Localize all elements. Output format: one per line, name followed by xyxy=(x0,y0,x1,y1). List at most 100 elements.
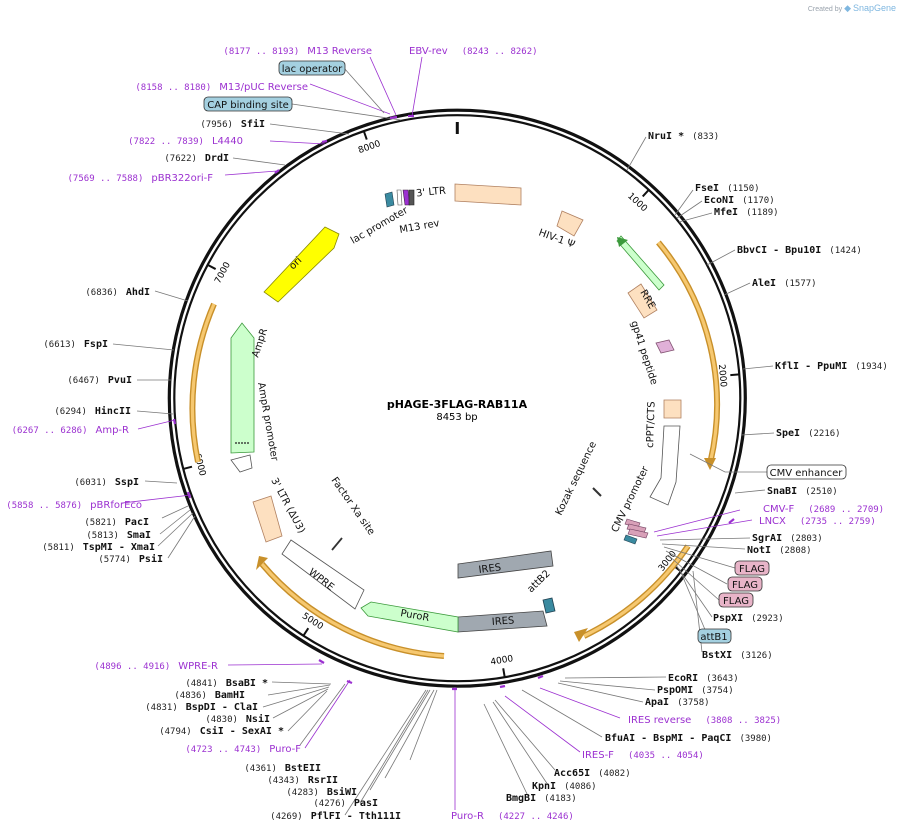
site-ecori: EcoRI(3643) xyxy=(668,673,739,684)
cmv-enhancer-label: CMV enhancer xyxy=(770,468,844,479)
cppt-label: cPPT/CTS xyxy=(645,401,658,448)
factor-xa-feature xyxy=(331,537,343,551)
site-acc65i: Acc65I(4082) xyxy=(554,768,631,779)
backbone-inner xyxy=(173,114,742,683)
site-noti: NotI(2808) xyxy=(747,545,812,556)
tick-mark xyxy=(641,189,650,198)
primer-m13-puc-reverse: (8158 .. 8180)M13/pUC Reverse xyxy=(135,82,308,93)
site-pvui: (6467)PvuI xyxy=(67,375,132,386)
site-labels-right: NruI *(833) FseI(1150) EcoNI(1170) MfeI(… xyxy=(506,131,888,804)
primer-m13-reverse: (8177 .. 8193)M13 Reverse xyxy=(223,46,372,57)
site-nsii: (4830)NsiI xyxy=(205,713,270,725)
ori-feature xyxy=(263,226,340,303)
site-kpni: KpnI(4086) xyxy=(532,781,597,792)
site-psii: (5774)PsiI xyxy=(98,553,163,565)
primer-marks xyxy=(172,114,735,691)
site-kfli: KflI - PpuMI(1934) xyxy=(775,361,888,372)
site-spei: SpeI(2216) xyxy=(776,428,841,439)
rre-feature xyxy=(627,283,658,319)
site-pspxi: PspXI(2923) xyxy=(713,613,784,624)
ires1-label: IRES xyxy=(478,562,502,576)
site-fspi: (6613)FspI xyxy=(43,339,108,350)
tick-label: 7000 xyxy=(213,260,233,285)
lac-operator-label: lac operator xyxy=(282,64,343,75)
gp41-label: gp41 peptide xyxy=(628,320,659,387)
ires2-label: IRES xyxy=(491,615,514,628)
tick-mark xyxy=(502,668,506,678)
features xyxy=(230,183,682,633)
cap-site-label: CAP binding site xyxy=(207,100,289,111)
flag-label-1: FLAG xyxy=(739,564,765,575)
site-mfei: MfeI(1189) xyxy=(714,207,779,218)
gp41-feature xyxy=(655,339,675,354)
primer-ebv-rev: EBV-rev(8243 .. 8262) xyxy=(409,46,538,57)
tick-mark xyxy=(730,373,740,377)
site-nrui: NruI *(833) xyxy=(648,131,719,142)
site-bfuai: BfuAI - BspMI - PaqCI(3980) xyxy=(605,733,772,744)
site-pspomi: PspOMI(3754) xyxy=(657,685,734,696)
site-econi: EcoNI(1170) xyxy=(704,195,775,206)
credit-prefix: Created by xyxy=(807,6,843,13)
cmv-promoter-feature xyxy=(649,425,681,506)
primer-lncx: LNCX(2735 .. 2759) xyxy=(759,516,876,527)
site-hincii: (6294)HincII xyxy=(54,405,131,417)
boxed-labels: lac operator CAP binding site CMV enhanc… xyxy=(203,60,847,644)
primer-l4440: (7822 .. 7839)L4440 xyxy=(128,136,243,147)
site-sspi: (6031)SspI xyxy=(74,477,139,488)
site-bstxi: BstXI(3126) xyxy=(702,650,773,661)
plasmid-length: 8453 bp xyxy=(436,412,477,423)
site-snabi: SnaBI(2510) xyxy=(767,486,838,497)
site-rsrii: (4343)RsrII xyxy=(267,775,338,786)
site-bspdi: (4831)BspDI - ClaI xyxy=(145,702,258,713)
backbone-outer xyxy=(167,108,747,688)
wpre-feature xyxy=(281,539,365,610)
puror-label: PuroR xyxy=(399,608,430,624)
site-pasi: (4276)PasI xyxy=(313,798,378,809)
site-fsei: FseI(1150) xyxy=(695,183,760,194)
hiv-psi-feature xyxy=(556,210,584,237)
ltr5-label: 3' LTR xyxy=(415,186,446,200)
ampr-feature xyxy=(230,322,255,454)
ltr3-feature xyxy=(252,495,283,543)
tick-label: 8000 xyxy=(357,139,382,156)
primer-ires-reverse: IRES reverse(3808 .. 3825) xyxy=(628,715,781,726)
site-sgrai: SgrAI(2803) xyxy=(752,533,823,544)
lac-operator-feature xyxy=(384,191,395,208)
kozak-label: Kozak sequence xyxy=(554,440,599,517)
site-tspmi: (5811)TspMI - XmaI xyxy=(42,542,155,553)
puror-feature xyxy=(360,601,459,633)
site-bbvci: BbvCI - Bpu10I(1424) xyxy=(737,245,862,256)
site-smai: (5813)SmaI xyxy=(86,530,151,541)
cppt-feature xyxy=(663,399,682,419)
leader-lines xyxy=(112,56,775,816)
primer-pbr322ori-f: (7569 .. 7588)pBR322ori-F xyxy=(68,173,214,184)
site-bmgbi: BmgBI(4183) xyxy=(506,793,577,804)
attb2-label: attB2 xyxy=(525,568,552,595)
attb1-label: attB1 xyxy=(700,632,727,643)
primer-puro-f: (4723 .. 4743)Puro-F xyxy=(185,744,301,755)
primer-ires-f: IRES-F(4035 .. 4054) xyxy=(582,750,704,761)
site-labels-left: (7956)SfiI (7622)DrdI (6836)AhdI (6613)F… xyxy=(42,118,401,822)
site-drdi: (7622)DrdI xyxy=(164,153,229,164)
site-bsabi: (4841)BsaBI * xyxy=(185,678,268,689)
site-csii: (4794)CsiI - SexAI * xyxy=(159,725,284,737)
tick-mark xyxy=(302,627,310,637)
site-pflfi: (4269)PflFI - Tth111I xyxy=(270,811,401,822)
ampr-promoter-label: AmpR promoter xyxy=(255,382,280,463)
ampr-promoter-feature xyxy=(230,454,253,473)
tick-mark xyxy=(362,130,368,140)
primer-cmv-f: CMV-F(2689 .. 2709) xyxy=(763,504,884,515)
tick-mark xyxy=(183,465,193,470)
snapgene-credit: Created by ◆ SnapGene xyxy=(808,3,896,14)
site-bsteii: (4361)BstEII xyxy=(244,763,321,774)
factor-xa-label: Factor Xa site xyxy=(329,475,377,537)
primer-amp-r: (6267 .. 6286)Amp-R xyxy=(12,425,129,436)
tick-label: 2000 xyxy=(716,364,728,388)
site-bamhi: (4836)BamHI xyxy=(174,690,245,701)
snapgene-logo: ◆ xyxy=(844,3,851,13)
primer-puro-r: Puro-R(4227 .. 4246) xyxy=(451,811,574,822)
site-paci: (5821)PacI xyxy=(84,517,149,528)
site-sfii: (7956)SfiI xyxy=(200,118,265,130)
primer-labels: (8177 .. 8193)M13 Reverse EBV-rev(8243 .… xyxy=(6,46,884,822)
